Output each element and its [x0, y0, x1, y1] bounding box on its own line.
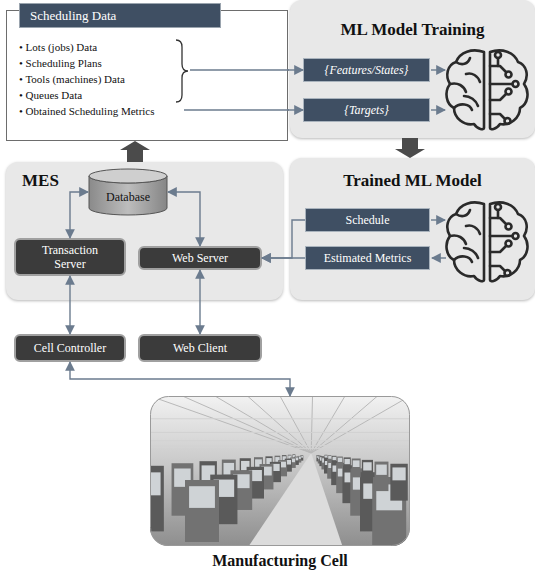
- graphic-part: [344, 459, 349, 464]
- graphic-part: [332, 457, 335, 460]
- database-cylinder: Database: [88, 168, 168, 216]
- database-label: Database: [106, 190, 150, 204]
- graphic-part: [375, 462, 389, 491]
- brain-icon: [447, 202, 528, 281]
- bullet-item: • Obtained Scheduling Metrics: [19, 103, 287, 119]
- graphic-part: [311, 396, 410, 453]
- graphic-part: [376, 465, 387, 475]
- graphic-part: [183, 396, 312, 453]
- training-panel: ML Model Training {Features/States} {Targe…: [290, 0, 535, 138]
- graphic-part: [150, 396, 410, 546]
- graphic-part: [189, 486, 215, 508]
- server-box: Web Server: [138, 246, 262, 270]
- panel-title: ML Model Training: [290, 0, 535, 40]
- data-box: {Features/States}: [303, 58, 430, 82]
- bullet-item: • Scheduling Plans: [19, 55, 287, 71]
- flow-arrow: [432, 257, 446, 258]
- graphic-part: [280, 396, 311, 453]
- factory-illustration: [150, 396, 410, 546]
- connector: [199, 270, 200, 334]
- graphic-part: [185, 480, 219, 542]
- graphic-part: [150, 466, 164, 532]
- connector: [262, 257, 305, 258]
- photo-caption: Manufacturing Cell: [150, 551, 410, 570]
- graphic-part: [248, 396, 312, 453]
- bullet-item: • Queues Data: [19, 87, 287, 103]
- connector: [262, 220, 305, 258]
- graphic-part: [353, 460, 360, 467]
- panel-title: MES: [6, 162, 283, 191]
- factory-photo: Manufacturing Cell: [150, 396, 410, 546]
- data-box: {Targets}: [303, 98, 430, 122]
- data-panel: Scheduling Data• Lots (jobs) Data• Sched…: [6, 10, 288, 141]
- bullet-item: • Lots (jobs) Data: [19, 39, 287, 55]
- leader-line: [184, 109, 289, 110]
- graphic-part: [150, 432, 410, 433]
- graphic-part: [390, 464, 407, 501]
- block-arrow: [395, 138, 425, 158]
- graphic-part: [311, 396, 345, 453]
- box-label: Web Server: [172, 251, 228, 265]
- brain-icon: [447, 50, 528, 129]
- graphic-part: [150, 396, 410, 546]
- graphic-part: [215, 396, 311, 453]
- controller-box: Cell Controller: [14, 334, 126, 362]
- model-panel: Trained ML ModelScheduleEstimated Metric…: [290, 158, 535, 300]
- connector: [70, 362, 290, 396]
- graphic-part: [311, 396, 377, 453]
- client-box: Web Client: [138, 334, 262, 362]
- graphic-part: [337, 457, 343, 469]
- graphic-part: [363, 462, 371, 470]
- data-box: Estimated Metrics: [305, 246, 430, 270]
- graphic-part: [150, 472, 161, 495]
- box-label: Transaction Server: [26, 243, 114, 271]
- graphic-part: [352, 459, 361, 478]
- graphic-part: [150, 418, 410, 419]
- graphic-part: [328, 455, 332, 463]
- connector: [288, 69, 303, 70]
- graphic-part: [392, 467, 405, 480]
- block-arrow: [120, 141, 150, 162]
- leader-line: [190, 69, 289, 70]
- box-label: Cell Controller: [34, 341, 106, 355]
- connector: [70, 192, 88, 238]
- box-label: {Targets}: [344, 103, 389, 117]
- graphic-part: [332, 456, 337, 466]
- box-label: Schedule: [346, 213, 390, 227]
- panel-title: Trained ML Model: [290, 158, 535, 191]
- graphic-part: [344, 457, 351, 472]
- graphic-part: [150, 448, 410, 449]
- connector: [168, 192, 200, 246]
- graphic-part: [362, 460, 373, 484]
- graphic-part: [325, 455, 327, 457]
- graphic-part: [328, 456, 331, 459]
- graphic-part: [338, 458, 342, 462]
- bullet-item: • Tools (machines) Data: [19, 71, 287, 87]
- graphic-part: [150, 440, 410, 441]
- connector: [288, 109, 303, 110]
- graphic-part: [324, 455, 327, 461]
- flow-arrow: [431, 109, 445, 110]
- graphic-part: [150, 445, 410, 446]
- flow-arrow: [431, 69, 445, 70]
- server-box: Transaction Server: [14, 238, 126, 276]
- graphic-part: [151, 397, 410, 546]
- mes-panel: MESDatabaseTransaction Server Web Server: [6, 162, 283, 300]
- connector: [69, 276, 70, 334]
- box-label: Web Client: [173, 341, 227, 355]
- graphic-part: [311, 396, 312, 453]
- box-label: Estimated Metrics: [324, 251, 412, 265]
- curly-brace: [176, 40, 188, 102]
- section-header: Scheduling Data: [19, 3, 221, 28]
- box-label: {Features/States}: [325, 63, 409, 77]
- flow-arrow: [431, 219, 445, 220]
- graphic-part: [150, 396, 311, 453]
- data-box: Schedule: [305, 208, 430, 232]
- graphic-part: [89, 169, 167, 183]
